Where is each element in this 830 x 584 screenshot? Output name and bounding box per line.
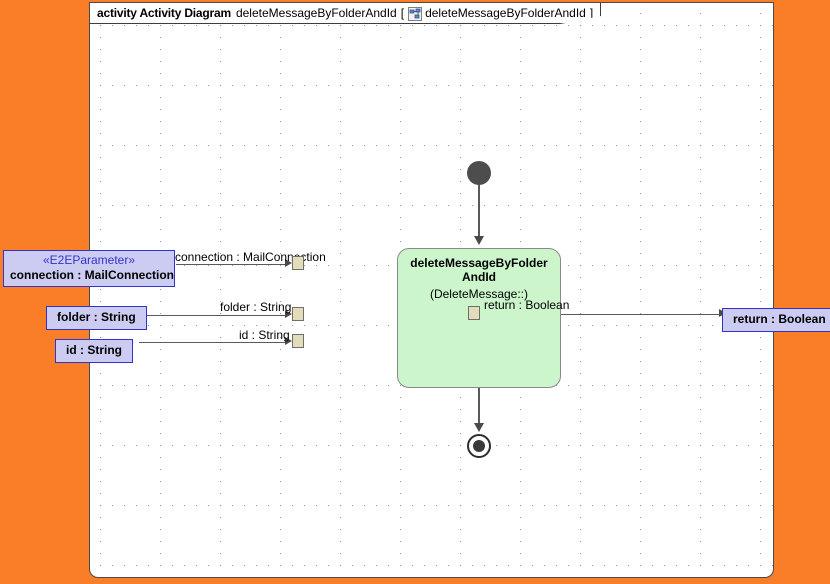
final-node-inner: [473, 440, 485, 452]
frame-bracket-close: ]: [589, 6, 594, 20]
edge-initial-arrowhead: [474, 236, 484, 245]
frame-title-tab: activity Activity Diagram deleteMessageB…: [90, 3, 602, 24]
parameter-label-return: return : Boolean: [733, 312, 826, 326]
frame-tab-name: deleteMessageByFolderAndId: [425, 6, 586, 20]
activity-diagram-frame: activity Activity Diagram deleteMessageB…: [89, 2, 774, 578]
edge-final-arrowhead: [474, 423, 484, 432]
frame-name: deleteMessageByFolderAndId: [235, 6, 397, 20]
parameter-label-connection: connection : MailConnection: [10, 268, 174, 282]
output-pin-return[interactable]: [468, 306, 480, 320]
frame-keyword: activity Activity Diagram: [97, 6, 231, 20]
input-pin-id[interactable]: [292, 334, 304, 348]
activity-final-node[interactable]: [467, 434, 491, 458]
activity-diagram-icon: [408, 7, 423, 21]
edge-id: [139, 342, 286, 343]
parameter-node-folder[interactable]: folder : String: [46, 306, 147, 330]
activity-name: deleteMessageByFolderAndId: [410, 256, 548, 284]
initial-node[interactable]: [467, 161, 491, 185]
edge-label-return: return : Boolean: [484, 298, 570, 312]
parameter-label-folder: folder : String: [57, 310, 136, 324]
edge-label-folder: folder : String: [220, 300, 292, 314]
edge-connection: [176, 264, 286, 265]
parameter-label-id: id : String: [66, 343, 122, 357]
edge-initial-to-activity: [478, 185, 480, 237]
parameter-node-return[interactable]: return : Boolean: [722, 308, 830, 332]
parameter-stereotype-connection: «E2EParameter»: [42, 253, 136, 267]
frame-bracket-open: [: [400, 6, 405, 20]
parameter-node-id[interactable]: id : String: [55, 339, 133, 363]
input-pin-connection[interactable]: [292, 256, 304, 270]
edge-activity-to-final: [478, 386, 480, 425]
edge-label-id: id : String: [239, 328, 290, 342]
input-pin-folder[interactable]: [292, 307, 304, 321]
parameter-node-connection[interactable]: «E2EParameter» connection : MailConnecti…: [3, 250, 175, 287]
edge-folder: [140, 315, 286, 316]
